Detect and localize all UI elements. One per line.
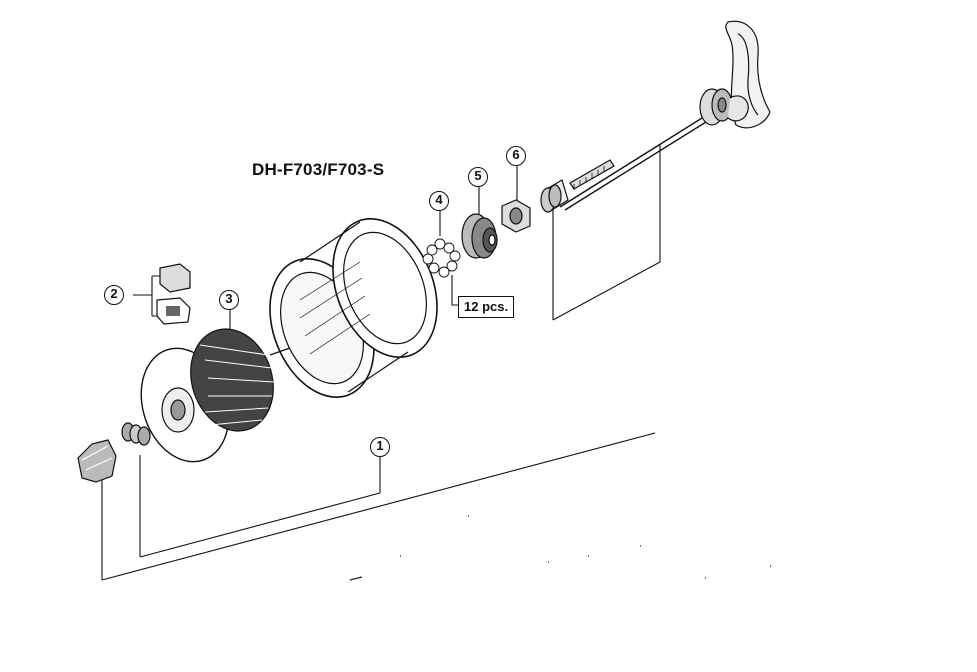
- leader-lines: [101, 145, 661, 581]
- quantity-note: 12 pcs.: [458, 296, 515, 318]
- left-end-cap: [77, 439, 117, 483]
- part-4-bearing-balls: [422, 238, 461, 278]
- part-2-inserts: [156, 263, 191, 325]
- spring: [121, 422, 151, 446]
- callout-2: 2: [104, 285, 124, 305]
- callout-6: 6: [506, 146, 526, 166]
- model-title: DH-F703/F703-S: [252, 160, 385, 179]
- axle-skewer: [540, 112, 715, 213]
- callout-5: 5: [468, 167, 488, 187]
- callout-3: 3: [219, 290, 239, 310]
- callout-1: 1: [370, 437, 390, 457]
- disc-mount: [140, 328, 291, 463]
- callout-4: 4: [429, 191, 449, 211]
- part-5-cone: [461, 213, 498, 259]
- quick-release-lever: [699, 20, 771, 129]
- hub-shell: [269, 218, 438, 398]
- print-specks: [349, 515, 771, 581]
- part-6-lock-nut: [501, 199, 531, 233]
